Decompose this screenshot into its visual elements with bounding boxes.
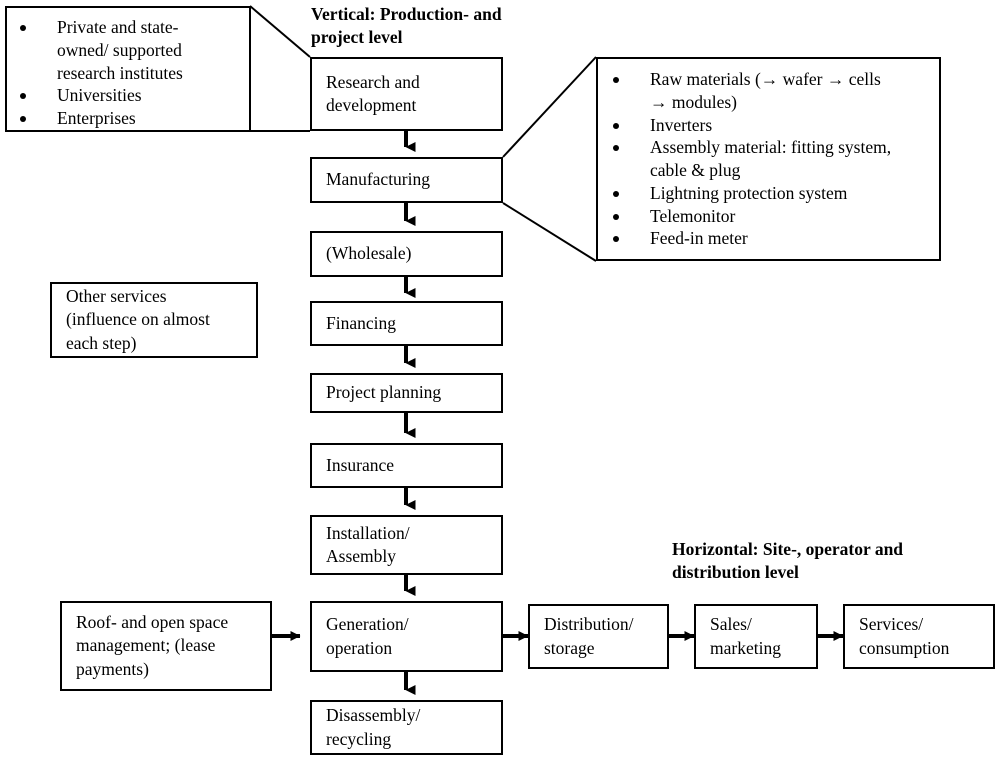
bullet-icon [20,116,26,123]
node-label: Other services (influence on almost each… [66,286,210,353]
node-label: Installation/ Assembly [326,522,410,566]
node-services-consumption[interactable]: Services/ consumption [843,604,995,669]
bullet-icon [20,25,26,32]
bullet-icon [613,145,619,152]
node-wholesale[interactable]: (Wholesale) [310,231,503,277]
node-disassembly-recycling[interactable]: Disassembly/ recycling [310,700,503,755]
node-insurance[interactable]: Insurance [310,443,503,488]
node-project-planning[interactable]: Project planning [310,373,503,413]
vertical-header: Vertical: Production- and project level [311,4,502,48]
node-label: Sales/ marketing [710,614,781,658]
node-research-and-development[interactable]: Research and development [310,57,503,131]
node-label: Research and development [326,71,420,115]
list-item-label: Assembly material: fitting system, cable… [650,137,892,180]
list-item-label: Enterprises [57,108,136,128]
list-item: Enterprises [7,107,249,130]
bullet-icon [613,77,619,84]
list-item-label: Raw materials (→ wafer → cells → modules… [650,69,881,112]
list-item-label: Universities [57,85,142,106]
list-item-label: Feed-in meter [650,228,748,249]
bullet-icon [20,93,26,100]
list-item: Private and state- owned/ supported rese… [7,16,249,84]
node-label: Services/ consumption [859,614,950,658]
research-actors-list: Private and state- owned/ supported rese… [7,16,249,130]
list-item: Raw materials (→ wafer → cells → modules… [600,68,939,114]
node-label: Distribution/ storage [544,614,634,658]
list-item-label: Telemonitor [650,205,736,226]
node-generation-operation[interactable]: Generation/ operation [310,601,503,672]
list-item: Lightning protection system [600,182,939,205]
list-item-label: Private and state- owned/ supported rese… [57,17,183,83]
horizontal-header: Horizontal: Site-, operator and distribu… [672,539,904,583]
node-label: (Wholesale) [326,243,412,264]
node-label: Disassembly/ recycling [326,705,421,749]
node-label: Insurance [326,454,395,475]
node-label: Financing [326,312,396,333]
bullet-icon [613,122,619,129]
list-item: Assembly material: fitting system, cable… [600,136,939,182]
node-distribution-storage[interactable]: Distribution/ storage [528,604,669,669]
bullet-icon [613,213,619,220]
node-label: Project planning [326,382,442,403]
node-other-services[interactable]: Other services (influence on almost each… [50,282,258,358]
node-label: Manufacturing [326,169,430,190]
manufacturing-components-callout-tail [502,56,597,262]
manufacturing-components-list: Raw materials (→ wafer → cells → modules… [600,68,939,250]
list-item: Feed-in meter [600,227,939,250]
node-roof-and-open-space-management[interactable]: Roof- and open space management; (lease … [60,601,272,691]
node-sales-marketing[interactable]: Sales/ marketing [694,604,818,669]
research-actors-callout-tail [249,5,311,132]
bullet-icon [613,190,619,197]
list-item: Universities [7,84,249,107]
node-financing[interactable]: Financing [310,301,503,346]
research-actors-callout: Private and state- owned/ supported rese… [5,6,251,132]
manufacturing-components-callout: Raw materials (→ wafer → cells → modules… [596,57,941,261]
node-installation-assembly[interactable]: Installation/ Assembly [310,515,503,575]
list-item-label: Lightning protection system [650,182,848,203]
node-label: Roof- and open space management; (lease … [76,612,229,679]
list-item: Inverters [600,114,939,137]
node-manufacturing[interactable]: Manufacturing [310,157,503,203]
node-label: Generation/ operation [326,614,409,658]
list-item-label: Inverters [650,114,713,135]
bullet-icon [613,236,619,243]
list-item: Telemonitor [600,205,939,228]
